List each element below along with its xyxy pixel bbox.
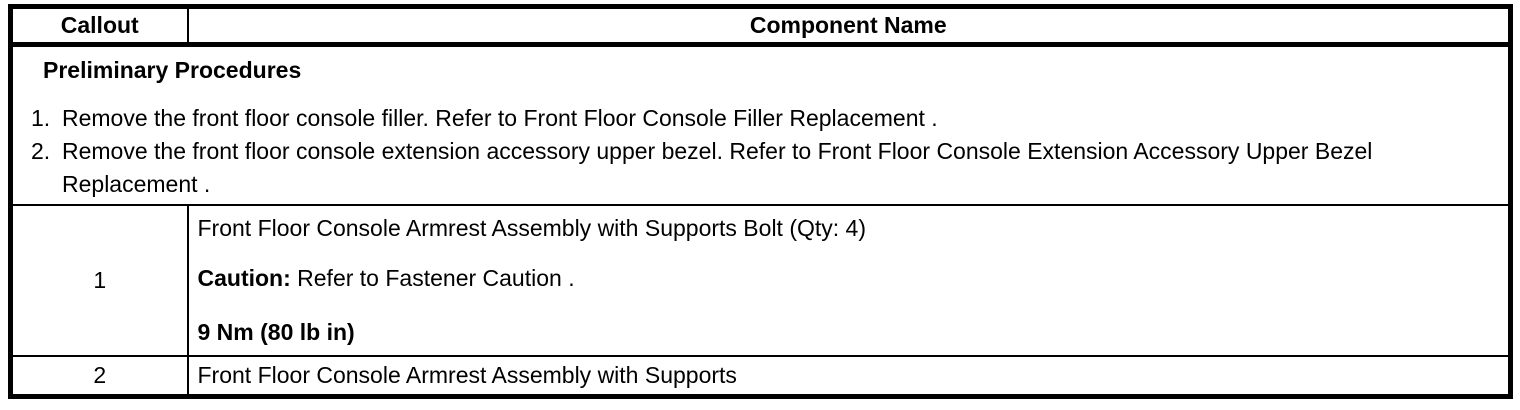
caution-text: Refer to <box>290 265 386 291</box>
caution-suffix: . <box>561 265 575 291</box>
component-name-1: Front Floor Console Armrest Assembly wit… <box>197 215 867 241</box>
preliminary-procedures-row: Preliminary Procedures 1. Remove the fro… <box>10 44 1511 206</box>
preliminary-step-2: 2. Remove the front floor console extens… <box>31 135 1508 201</box>
component-callout-table: Callout Component Name Preliminary Proce… <box>8 4 1513 399</box>
step-2-number: 2. <box>31 138 51 164</box>
preliminary-procedures-cell: Preliminary Procedures 1. Remove the fro… <box>10 44 1511 206</box>
ref-link-front-floor-console-filler-replacement[interactable]: Front Floor Console Filler Replacement <box>523 105 925 131</box>
torque-spec: 9 Nm (80 lb in) <box>197 319 355 345</box>
step-1-instruction: Remove the front floor console filler. R… <box>62 105 524 131</box>
component-cell-2: Front Floor Console Armrest Assembly wit… <box>186 356 1511 397</box>
caution-label: Caution: <box>197 265 291 291</box>
header-component-name: Component Name <box>186 6 1511 47</box>
callout-number-1: 1 <box>10 205 188 357</box>
step-2-text: Remove the front floor console extension… <box>62 135 1508 201</box>
ref-link-fastener-caution[interactable]: Fastener Caution <box>385 265 562 291</box>
preliminary-procedures-title: Preliminary Procedures <box>43 57 302 83</box>
table-header-row: Callout Component Name <box>10 6 1511 47</box>
step-1-suffix: . <box>924 105 938 131</box>
component-cell-1: Front Floor Console Armrest Assembly wit… <box>186 205 1511 357</box>
preliminary-steps-list: 1. Remove the front floor console filler… <box>13 102 1508 201</box>
caution-line: Caution: Refer to Fastener Caution . <box>198 262 1497 295</box>
callout-number-2: 2 <box>93 362 107 388</box>
ref-link-front-floor-console-extension-accessory-upper-bezel-replacement[interactable]: Front Floor Console Extension Accessory … <box>62 138 1373 197</box>
component-name-2: Front Floor Console Armrest Assembly wit… <box>197 362 737 388</box>
header-callout: Callout <box>10 6 188 47</box>
step-2-suffix: . <box>197 171 211 197</box>
step-1-number: 1. <box>31 105 51 131</box>
component-row-2: 2 Front Floor Console Armrest Assembly w… <box>11 356 1511 397</box>
component-row-1: 1 Front Floor Console Armrest Assembly w… <box>10 205 1511 357</box>
step-2-instruction: Remove the front floor console extension… <box>62 138 818 164</box>
step-1-text: Remove the front floor console filler. R… <box>62 102 1508 135</box>
preliminary-step-1: 1. Remove the front floor console filler… <box>31 102 1508 135</box>
